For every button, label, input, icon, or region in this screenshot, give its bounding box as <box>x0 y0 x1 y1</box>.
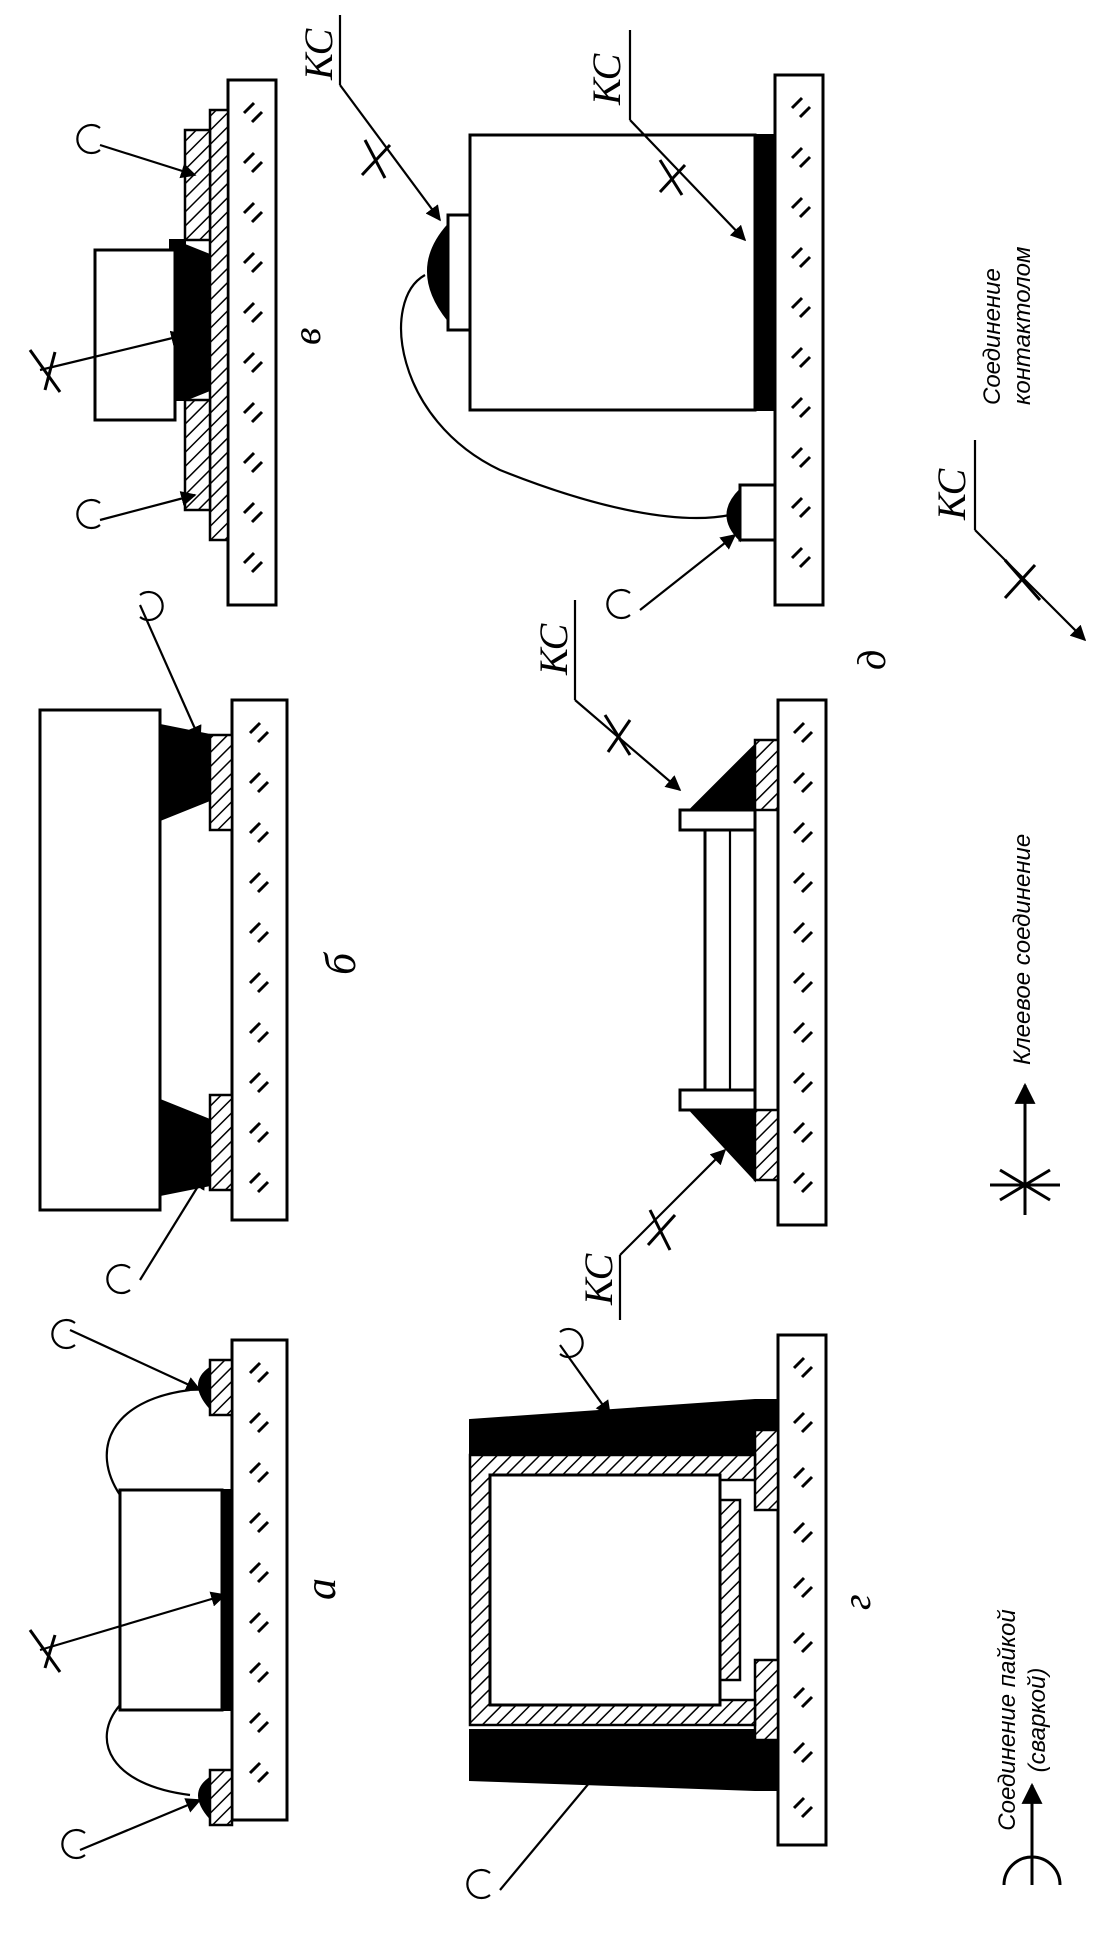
arrow-solder-g-left <box>499 1768 601 1891</box>
legend-solder-text-1: Соединение пайкой <box>994 1609 1021 1830</box>
arrow-solder-v-right <box>99 143 197 179</box>
contactol-arrow-icon <box>974 529 1087 642</box>
arrow-adhesive-m-left <box>619 1148 727 1256</box>
arrow-solder-g-right <box>559 1344 611 1417</box>
legend-solder-text-2: (сваркой) <box>1024 1668 1051 1773</box>
arrow-solder-v-left <box>99 491 197 522</box>
legend-contactol-text-1: Соединение <box>979 268 1006 405</box>
pad-b-right <box>208 733 234 832</box>
chip-g <box>488 1473 722 1707</box>
pad-g-left <box>753 1658 780 1742</box>
contactol-drop-d-top <box>427 222 449 323</box>
substrate-g <box>776 1333 828 1847</box>
solder-a-right <box>198 1366 211 1411</box>
substrate-d <box>773 73 825 607</box>
panel-g: г <box>466 1327 879 1900</box>
pad-v-right <box>183 128 212 242</box>
pad-a-right <box>208 1358 234 1417</box>
glue-m-left <box>687 1109 756 1183</box>
arrow-solder-b-left <box>139 1173 206 1281</box>
lead-m-left <box>678 1088 757 1112</box>
wire-a-left <box>105 1704 191 1797</box>
substrate-b <box>230 698 289 1222</box>
pad-m-right <box>753 738 780 812</box>
chip-v <box>93 248 177 422</box>
panel-a: а <box>28 1318 345 1860</box>
pad-g-right <box>753 1428 780 1512</box>
panel-label-g: г <box>834 1594 879 1610</box>
arrow-kc-d-chip <box>629 119 747 242</box>
contactol-d <box>754 134 776 411</box>
legend-contactol-kc: КС <box>929 467 974 521</box>
legend: Соединение пайкой (сваркой) Клеевое соед… <box>929 247 1087 1886</box>
arrow-adhesive-a <box>39 1591 227 1652</box>
chip-b <box>38 708 162 1212</box>
arrow-solder-a-right <box>69 1329 202 1392</box>
legend-contactol: КС Соединение контактолом <box>929 247 1087 642</box>
panel-label-a: а <box>296 1578 345 1600</box>
chip-d-pad <box>446 213 472 332</box>
glue-m-right <box>687 742 756 811</box>
panel-v: в <box>28 78 329 607</box>
panel-b: б <box>38 590 365 1295</box>
arrow-solder-d <box>639 534 737 611</box>
arrow-solder-a-left <box>79 1798 202 1852</box>
pad-v-left <box>183 398 212 512</box>
wire-a-right <box>105 1388 191 1496</box>
legend-adhesive: Клеевое соединение <box>990 834 1060 1215</box>
arrow-adhesive-v <box>39 330 187 372</box>
layer-v-outer <box>208 108 230 542</box>
panel-adhesive-component: КС КС <box>531 600 828 1320</box>
seal-g-left <box>469 1729 779 1791</box>
bump-b-right <box>159 723 211 822</box>
panel-label-d: д <box>849 650 894 670</box>
wire-d <box>399 274 731 520</box>
arrow-adhesive-m-right <box>574 699 682 792</box>
callout-kc-m-right: КС <box>531 622 576 676</box>
substrate-m <box>776 698 828 1227</box>
adhesive-v <box>184 243 211 402</box>
pad-d <box>738 483 777 542</box>
substrate-v <box>226 78 278 607</box>
arrow-solder-b-right <box>138 604 202 742</box>
legend-solder: Соединение пайкой (сваркой) <box>994 1609 1062 1886</box>
callout-kc-d-chip: КС <box>584 52 629 106</box>
panel-label-b: б <box>316 951 365 975</box>
arrow-kc-d-top <box>339 84 441 222</box>
callout-kc-m-left: КС <box>576 1252 621 1306</box>
panel-d: КС КС д <box>296 15 894 670</box>
callout-kc-d-top: КС <box>296 27 341 81</box>
pad-b-left <box>208 1093 234 1192</box>
pad-a-left <box>208 1768 234 1827</box>
panel-label-v: в <box>284 328 329 345</box>
legend-adhesive-text: Клеевое соединение <box>1009 834 1036 1065</box>
contactol-drop-d-pad <box>726 487 741 543</box>
pad-m-left <box>753 1108 780 1182</box>
solder-a-left <box>198 1776 211 1821</box>
lead-m-right <box>678 808 757 832</box>
chip-d <box>468 133 757 412</box>
legend-contactol-text-2: контактолом <box>1009 247 1036 405</box>
